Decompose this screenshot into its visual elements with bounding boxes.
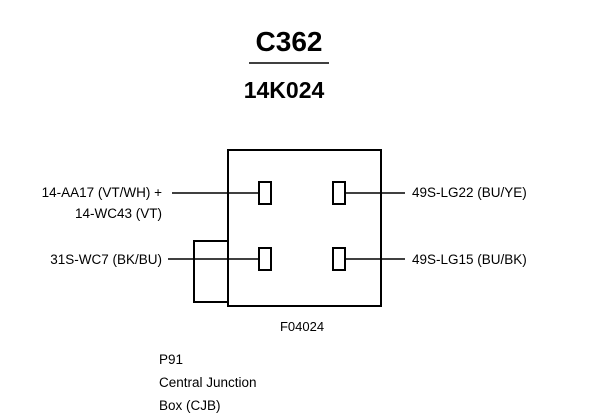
location-code: P91 (159, 352, 183, 367)
terminal-lower-left (258, 247, 272, 271)
terminal-upper-right (332, 181, 346, 205)
connector-body (193, 149, 382, 307)
wire-label-lower-right: 49S-LG15 (BU/BK) (412, 252, 527, 267)
part-number: 14K024 (244, 77, 325, 103)
wire-label-upper-right: 49S-LG22 (BU/YE) (412, 185, 527, 200)
terminal-lower-right (332, 247, 346, 271)
wire-label-upper-left-1: 14-AA17 (VT/WH) + (42, 185, 163, 200)
connector-id: C362 (256, 26, 323, 57)
terminal-upper-left (258, 181, 272, 205)
location-line-1: Central Junction (159, 375, 257, 390)
wire-label-upper-left-2: 14-WC43 (VT) (75, 206, 162, 221)
wire-label-lower-left: 31S-WC7 (BK/BU) (50, 252, 162, 267)
location-line-2: Box (CJB) (159, 398, 221, 413)
figure-code: F04024 (280, 319, 324, 334)
